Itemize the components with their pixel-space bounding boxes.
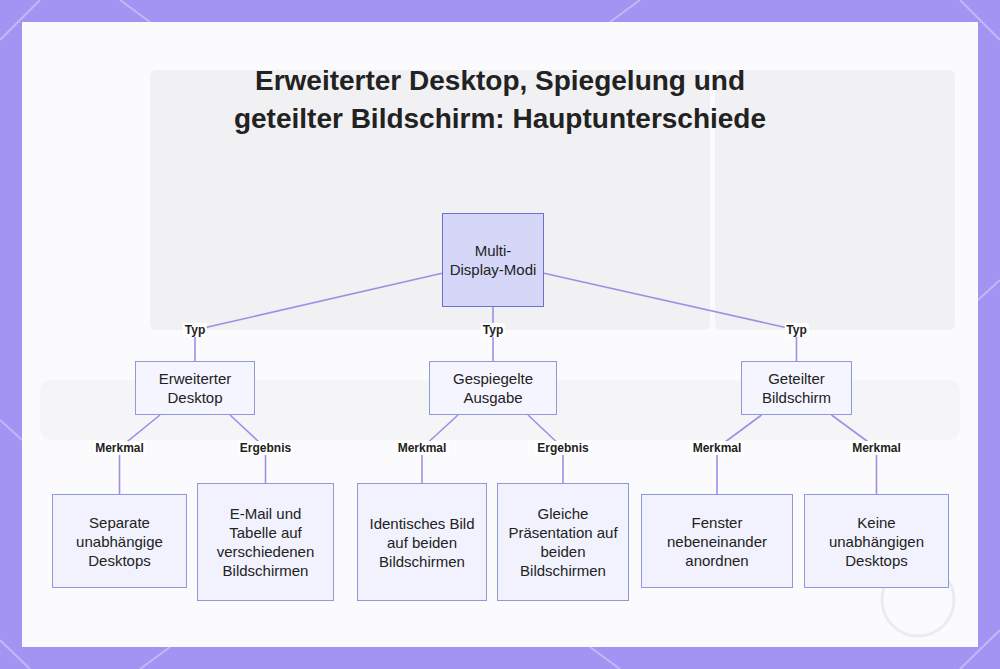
edge-label: Merkmal xyxy=(850,441,903,455)
detail-box: Identisches Bild auf beiden Bildschirmen xyxy=(357,483,487,601)
edge-label: Ergebnis xyxy=(535,441,590,455)
edge-label: Merkmal xyxy=(93,441,146,455)
connector xyxy=(544,273,797,361)
edge-label: Merkmal xyxy=(396,441,449,455)
node-text: Multi-Display-Modi xyxy=(449,241,537,279)
detail-box: E-Mail und Tabelle auf verschiedenen Bil… xyxy=(197,483,334,601)
node-text: Gleiche Präsentation auf beiden Bildschi… xyxy=(504,504,622,580)
detail-box: Fenster nebeneinander anordnen xyxy=(641,494,793,588)
node-text: Keine unabhängigen Desktops xyxy=(811,513,942,570)
edge-label: Typ xyxy=(481,323,505,337)
detail-box: Gleiche Präsentation auf beiden Bildschi… xyxy=(497,483,629,601)
edge-label: Merkmal xyxy=(691,441,744,455)
node-text: Fenster nebeneinander anordnen xyxy=(648,513,786,570)
edge-label: Ergebnis xyxy=(238,441,293,455)
root-box: Multi-Display-Modi xyxy=(442,213,544,307)
node-text: Identisches Bild auf beiden Bildschirmen xyxy=(364,514,480,571)
detail-box: Separate unabhängige Desktops xyxy=(52,494,187,588)
node-text: Gespiegelte Ausgabe xyxy=(436,369,550,407)
node-text: Separate unabhängige Desktops xyxy=(59,513,180,570)
connector xyxy=(195,273,442,361)
node-text: E-Mail und Tabelle auf verschiedenen Bil… xyxy=(204,504,327,580)
diagram-title: Erweiterter Desktop, Spiegelung und gete… xyxy=(200,62,800,138)
node-text: Erweiterter Desktop xyxy=(142,369,248,407)
mode-box: Erweiterter Desktop xyxy=(135,361,255,415)
panel xyxy=(22,22,978,647)
edge-label: Typ xyxy=(183,323,207,337)
edge-label: Typ xyxy=(784,323,808,337)
mode-box: Gespiegelte Ausgabe xyxy=(429,361,557,415)
node-text: Geteilter Bildschirm xyxy=(748,369,845,407)
detail-box: Keine unabhängigen Desktops xyxy=(804,494,949,588)
mode-box: Geteilter Bildschirm xyxy=(741,361,852,415)
